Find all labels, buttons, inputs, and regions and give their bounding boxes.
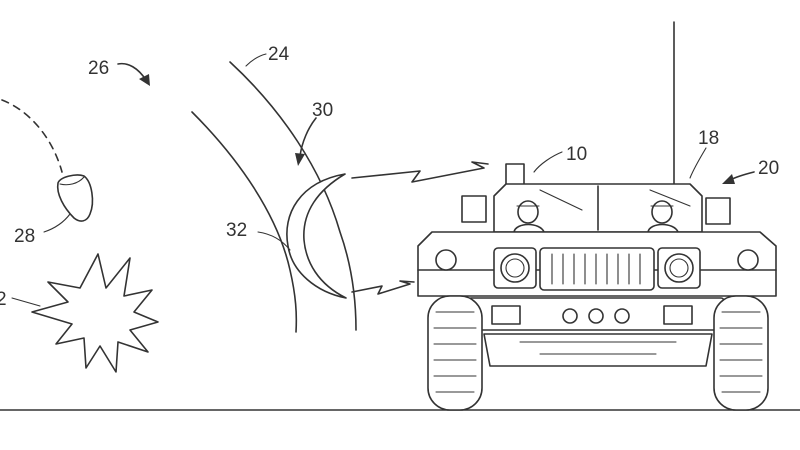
ref-label-28: 28 xyxy=(14,226,35,247)
ref-label-10: 10 xyxy=(566,144,587,165)
explosion-leader xyxy=(11,297,41,307)
leader-20 xyxy=(722,171,755,184)
vehicle-icon xyxy=(417,21,777,411)
ref-label-24: 24 xyxy=(268,44,290,65)
outer-shield-boundary xyxy=(229,61,357,331)
projectile-trajectory-dashed xyxy=(1,99,63,173)
trajectory-arrow xyxy=(117,62,150,86)
projectile-icon xyxy=(56,174,94,222)
inner-shield-boundary xyxy=(191,111,298,333)
leader-30 xyxy=(295,117,317,166)
ref-label-30: 30 xyxy=(312,100,333,121)
lightning-bolt-icon xyxy=(351,161,489,183)
lightning-bolt-icon xyxy=(351,280,415,295)
soldier-icon xyxy=(513,200,545,233)
leader-10 xyxy=(533,151,563,173)
leader-32 xyxy=(257,231,291,251)
ref-label-18: 18 xyxy=(698,128,719,149)
leader-24 xyxy=(245,53,267,67)
leader-28 xyxy=(43,213,71,233)
deflection-crescent xyxy=(286,173,347,299)
explosion-icon xyxy=(31,253,159,373)
ref-label-26: 26 xyxy=(88,58,109,79)
ref-label-32: 32 xyxy=(226,220,247,241)
soldier-icon xyxy=(647,200,679,233)
ref-label-20: 20 xyxy=(758,158,779,179)
ref-label-2: 2 xyxy=(0,289,7,310)
leader-18 xyxy=(689,147,707,179)
